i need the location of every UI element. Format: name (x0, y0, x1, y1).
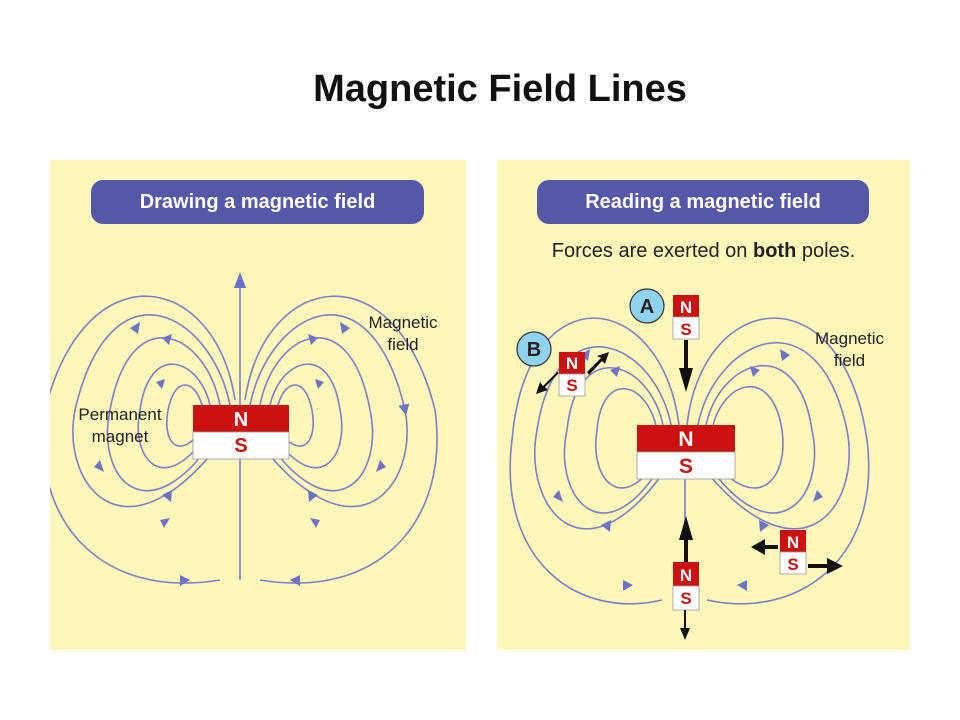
badge-b: B (516, 331, 552, 367)
compass-a: N S (672, 295, 700, 392)
field-line (696, 342, 850, 530)
field-line (72, 314, 231, 508)
svg-text:N: N (680, 298, 692, 317)
page-title: Magnetic Field Lines (313, 68, 687, 110)
svg-text:N: N (566, 354, 578, 373)
force-arrow-icon (680, 610, 690, 640)
magnetic-field-label: Magnetic field (815, 329, 884, 370)
reading-panel: Reading a magnetic field Forces are exer… (497, 160, 910, 650)
reading-panel-subtitle: Forces are exerted on both poles. (551, 240, 856, 262)
field-line-arrow-icon (94, 272, 386, 586)
svg-text:S: S (680, 589, 691, 608)
force-arrow-icon (679, 516, 693, 562)
field-line (711, 385, 784, 489)
compass-b: N S (558, 352, 586, 397)
field-line (249, 314, 410, 508)
magnetic-field-label: Magnetic field (368, 313, 438, 354)
field-line (563, 367, 665, 514)
field-line (259, 337, 374, 492)
drawing-panel-header: Drawing a magnetic field (91, 180, 424, 224)
magnet-north-label: N (234, 409, 248, 431)
force-arrow-icon (679, 340, 693, 392)
field-line (686, 317, 870, 605)
field-line-arrow-icon (553, 349, 823, 591)
field-line (595, 387, 658, 489)
svg-text:A: A (640, 296, 654, 318)
field-line (50, 295, 236, 584)
field-line (509, 317, 680, 605)
svg-text:S: S (680, 320, 691, 339)
svg-text:S: S (566, 376, 577, 395)
field-line (269, 363, 343, 469)
svg-text:B: B (527, 339, 541, 361)
permanent-magnet: N S (636, 425, 736, 480)
field-line (137, 363, 211, 469)
svg-text:N: N (678, 428, 693, 451)
svg-text:S: S (787, 555, 798, 574)
field-line (106, 337, 221, 492)
permanent-magnet-label: Permanent magnet (78, 405, 162, 446)
reading-diagram: N S N S N S (509, 288, 870, 640)
svg-text:S: S (679, 455, 693, 478)
permanent-magnet: N S (192, 405, 290, 460)
svg-text:N: N (680, 566, 692, 585)
reading-panel-header: Reading a magnetic field (537, 180, 869, 224)
badge-a: A (629, 288, 665, 324)
magnet-south-label: S (234, 435, 247, 457)
svg-text:N: N (787, 533, 799, 552)
field-line (166, 384, 203, 447)
force-arrow-icon (751, 539, 843, 574)
field-line (277, 384, 314, 447)
field-line (704, 365, 816, 514)
field-line (534, 346, 673, 530)
compass-right: N S (751, 530, 843, 575)
drawing-panel: Drawing a magnetic field (50, 160, 466, 650)
drawing-diagram: N S (50, 272, 438, 586)
force-arrow-icon (536, 352, 609, 394)
field-line (244, 295, 438, 584)
compass-bottom: N S (672, 516, 700, 640)
